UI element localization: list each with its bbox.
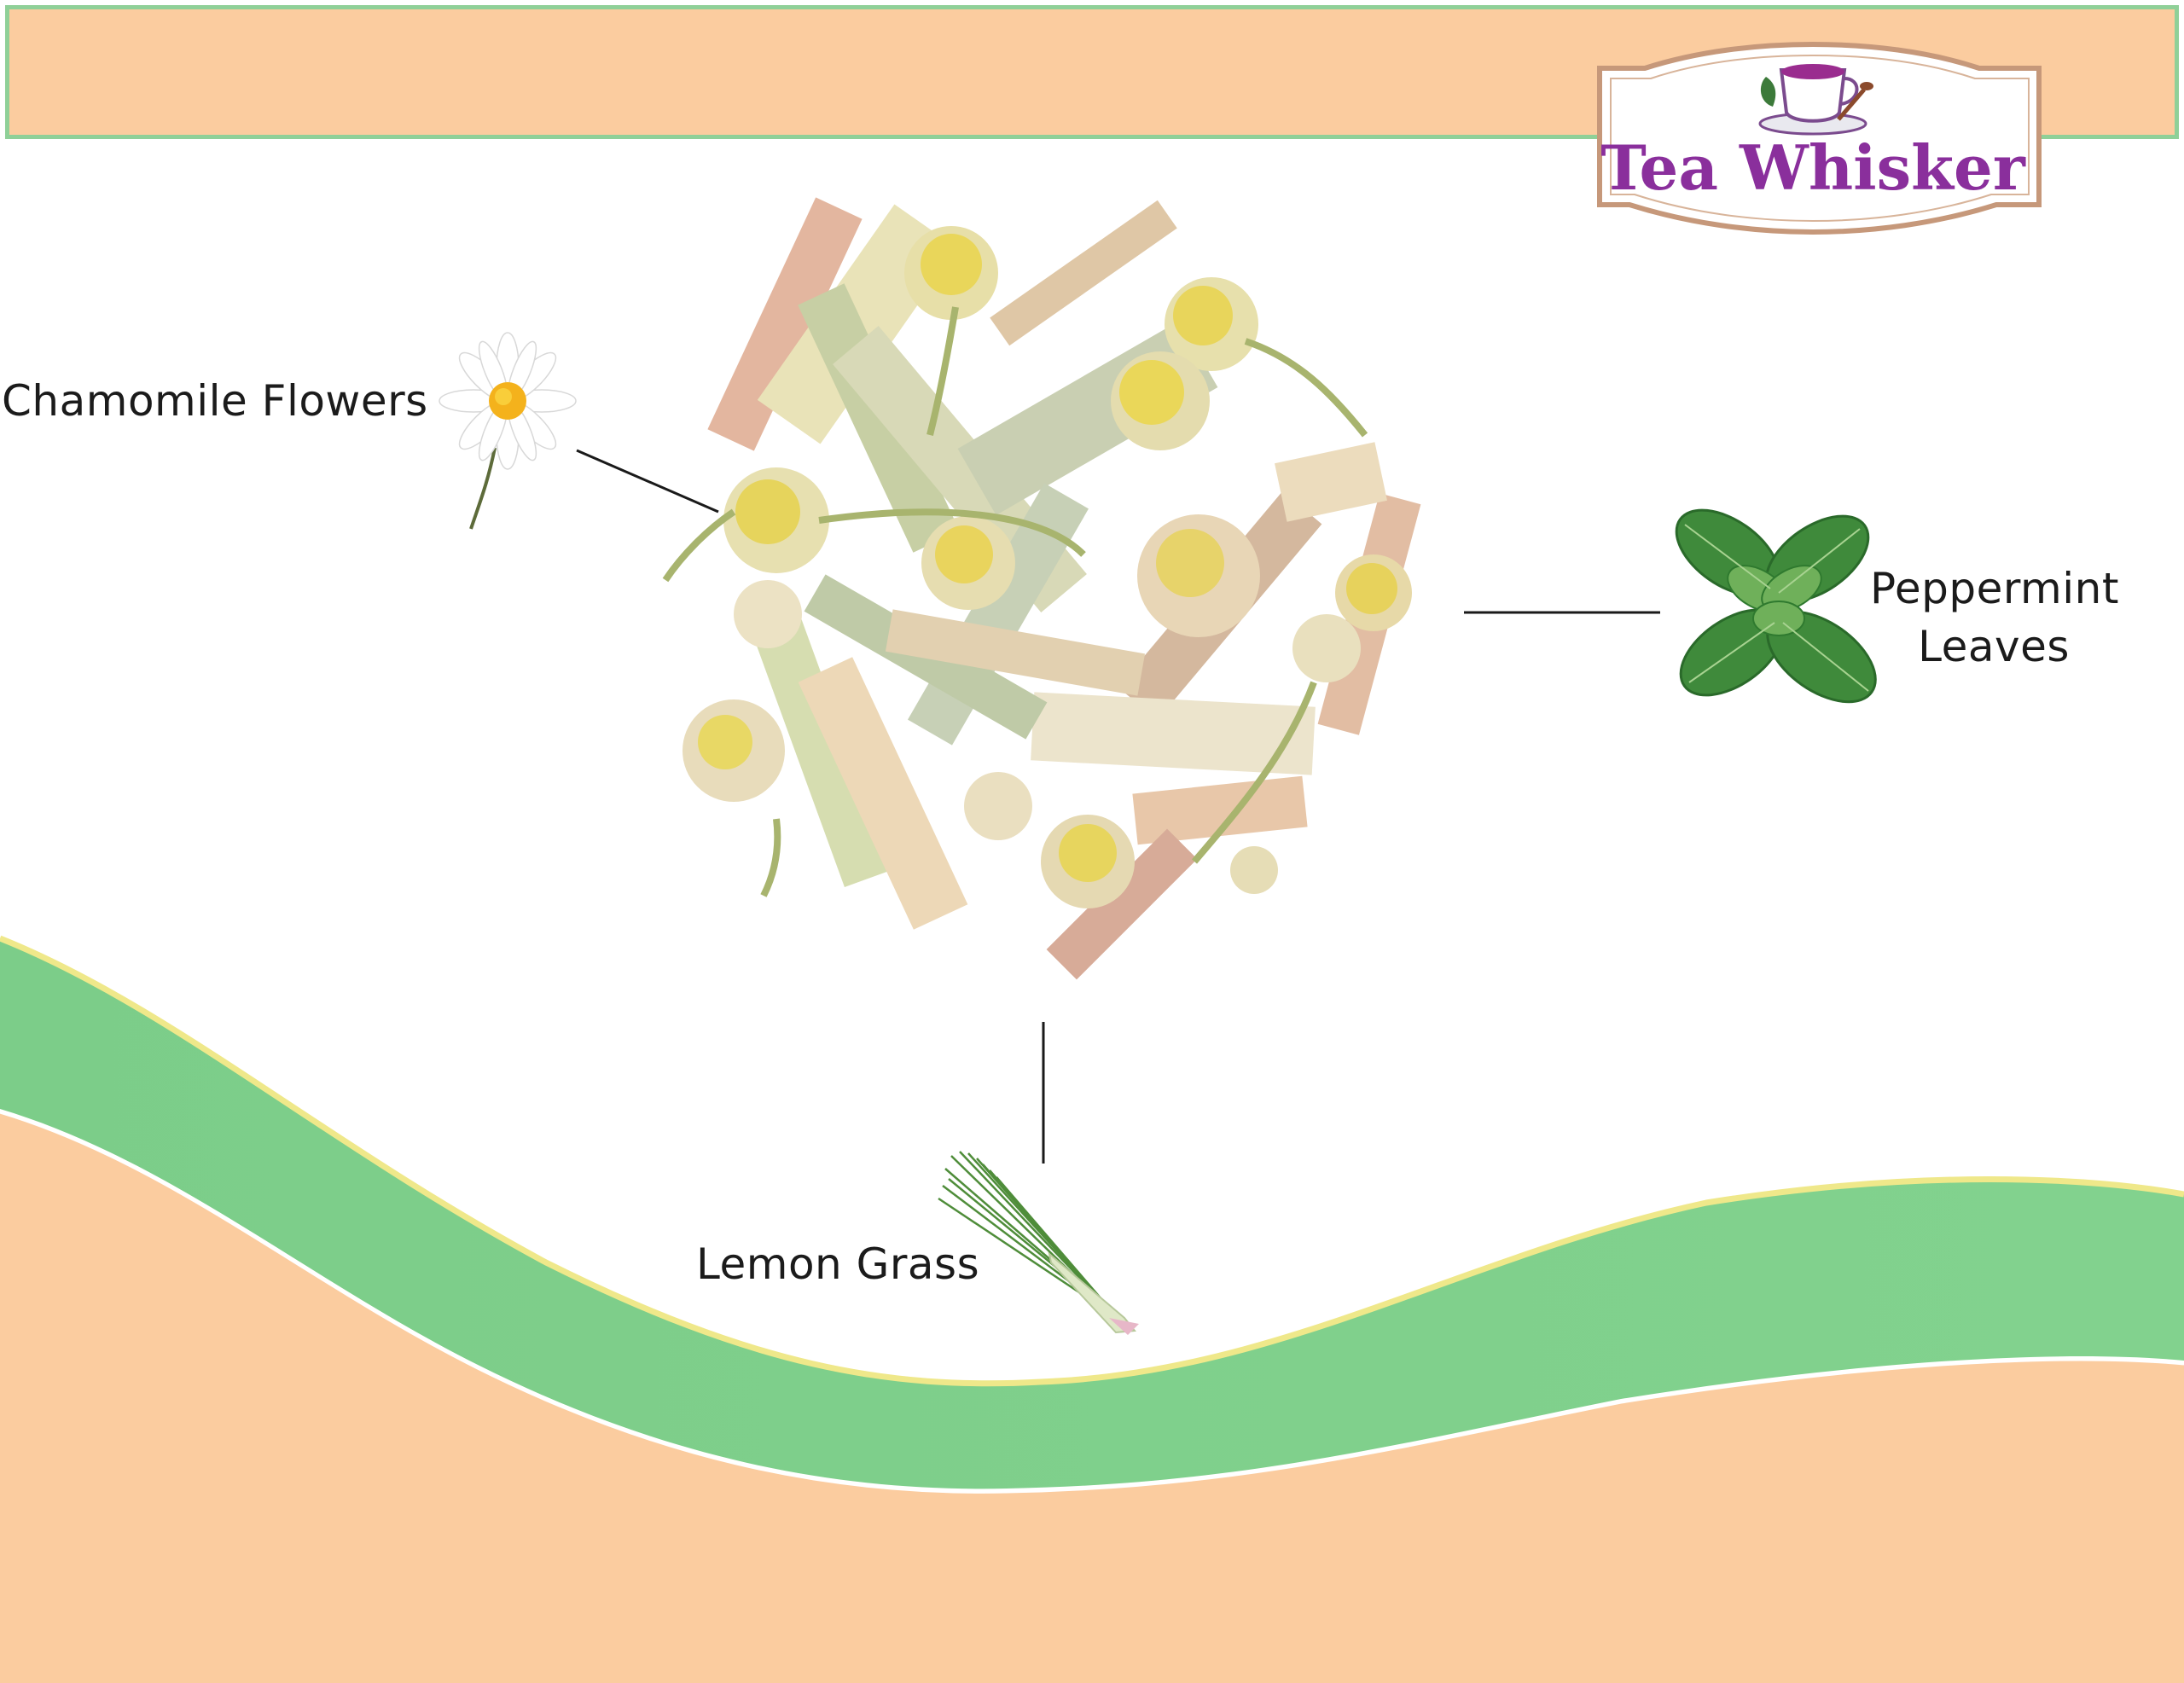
peppermint-label: Peppermint Leaves <box>1870 560 2119 676</box>
chamomile-heads <box>682 226 1412 908</box>
logo-wordmark: Tea Whisker <box>1600 131 2026 204</box>
peppermint-label-line1: Peppermint <box>1870 564 2119 613</box>
lemon-grass-label: Lemon Grass <box>696 1239 980 1289</box>
teacup-icon <box>1758 64 1873 136</box>
chamomile-label: Chamomile Flowers <box>2 376 428 426</box>
white-wave-edge <box>0 1109 2184 1494</box>
green-wave <box>0 938 2184 1489</box>
peppermint-label-line2: Leaves <box>1918 622 2070 671</box>
chamomile-connector <box>576 449 719 514</box>
yellow-wave-edge <box>0 935 2184 1387</box>
peach-wave <box>0 1113 2184 1683</box>
chamomile-stems <box>662 306 1368 897</box>
